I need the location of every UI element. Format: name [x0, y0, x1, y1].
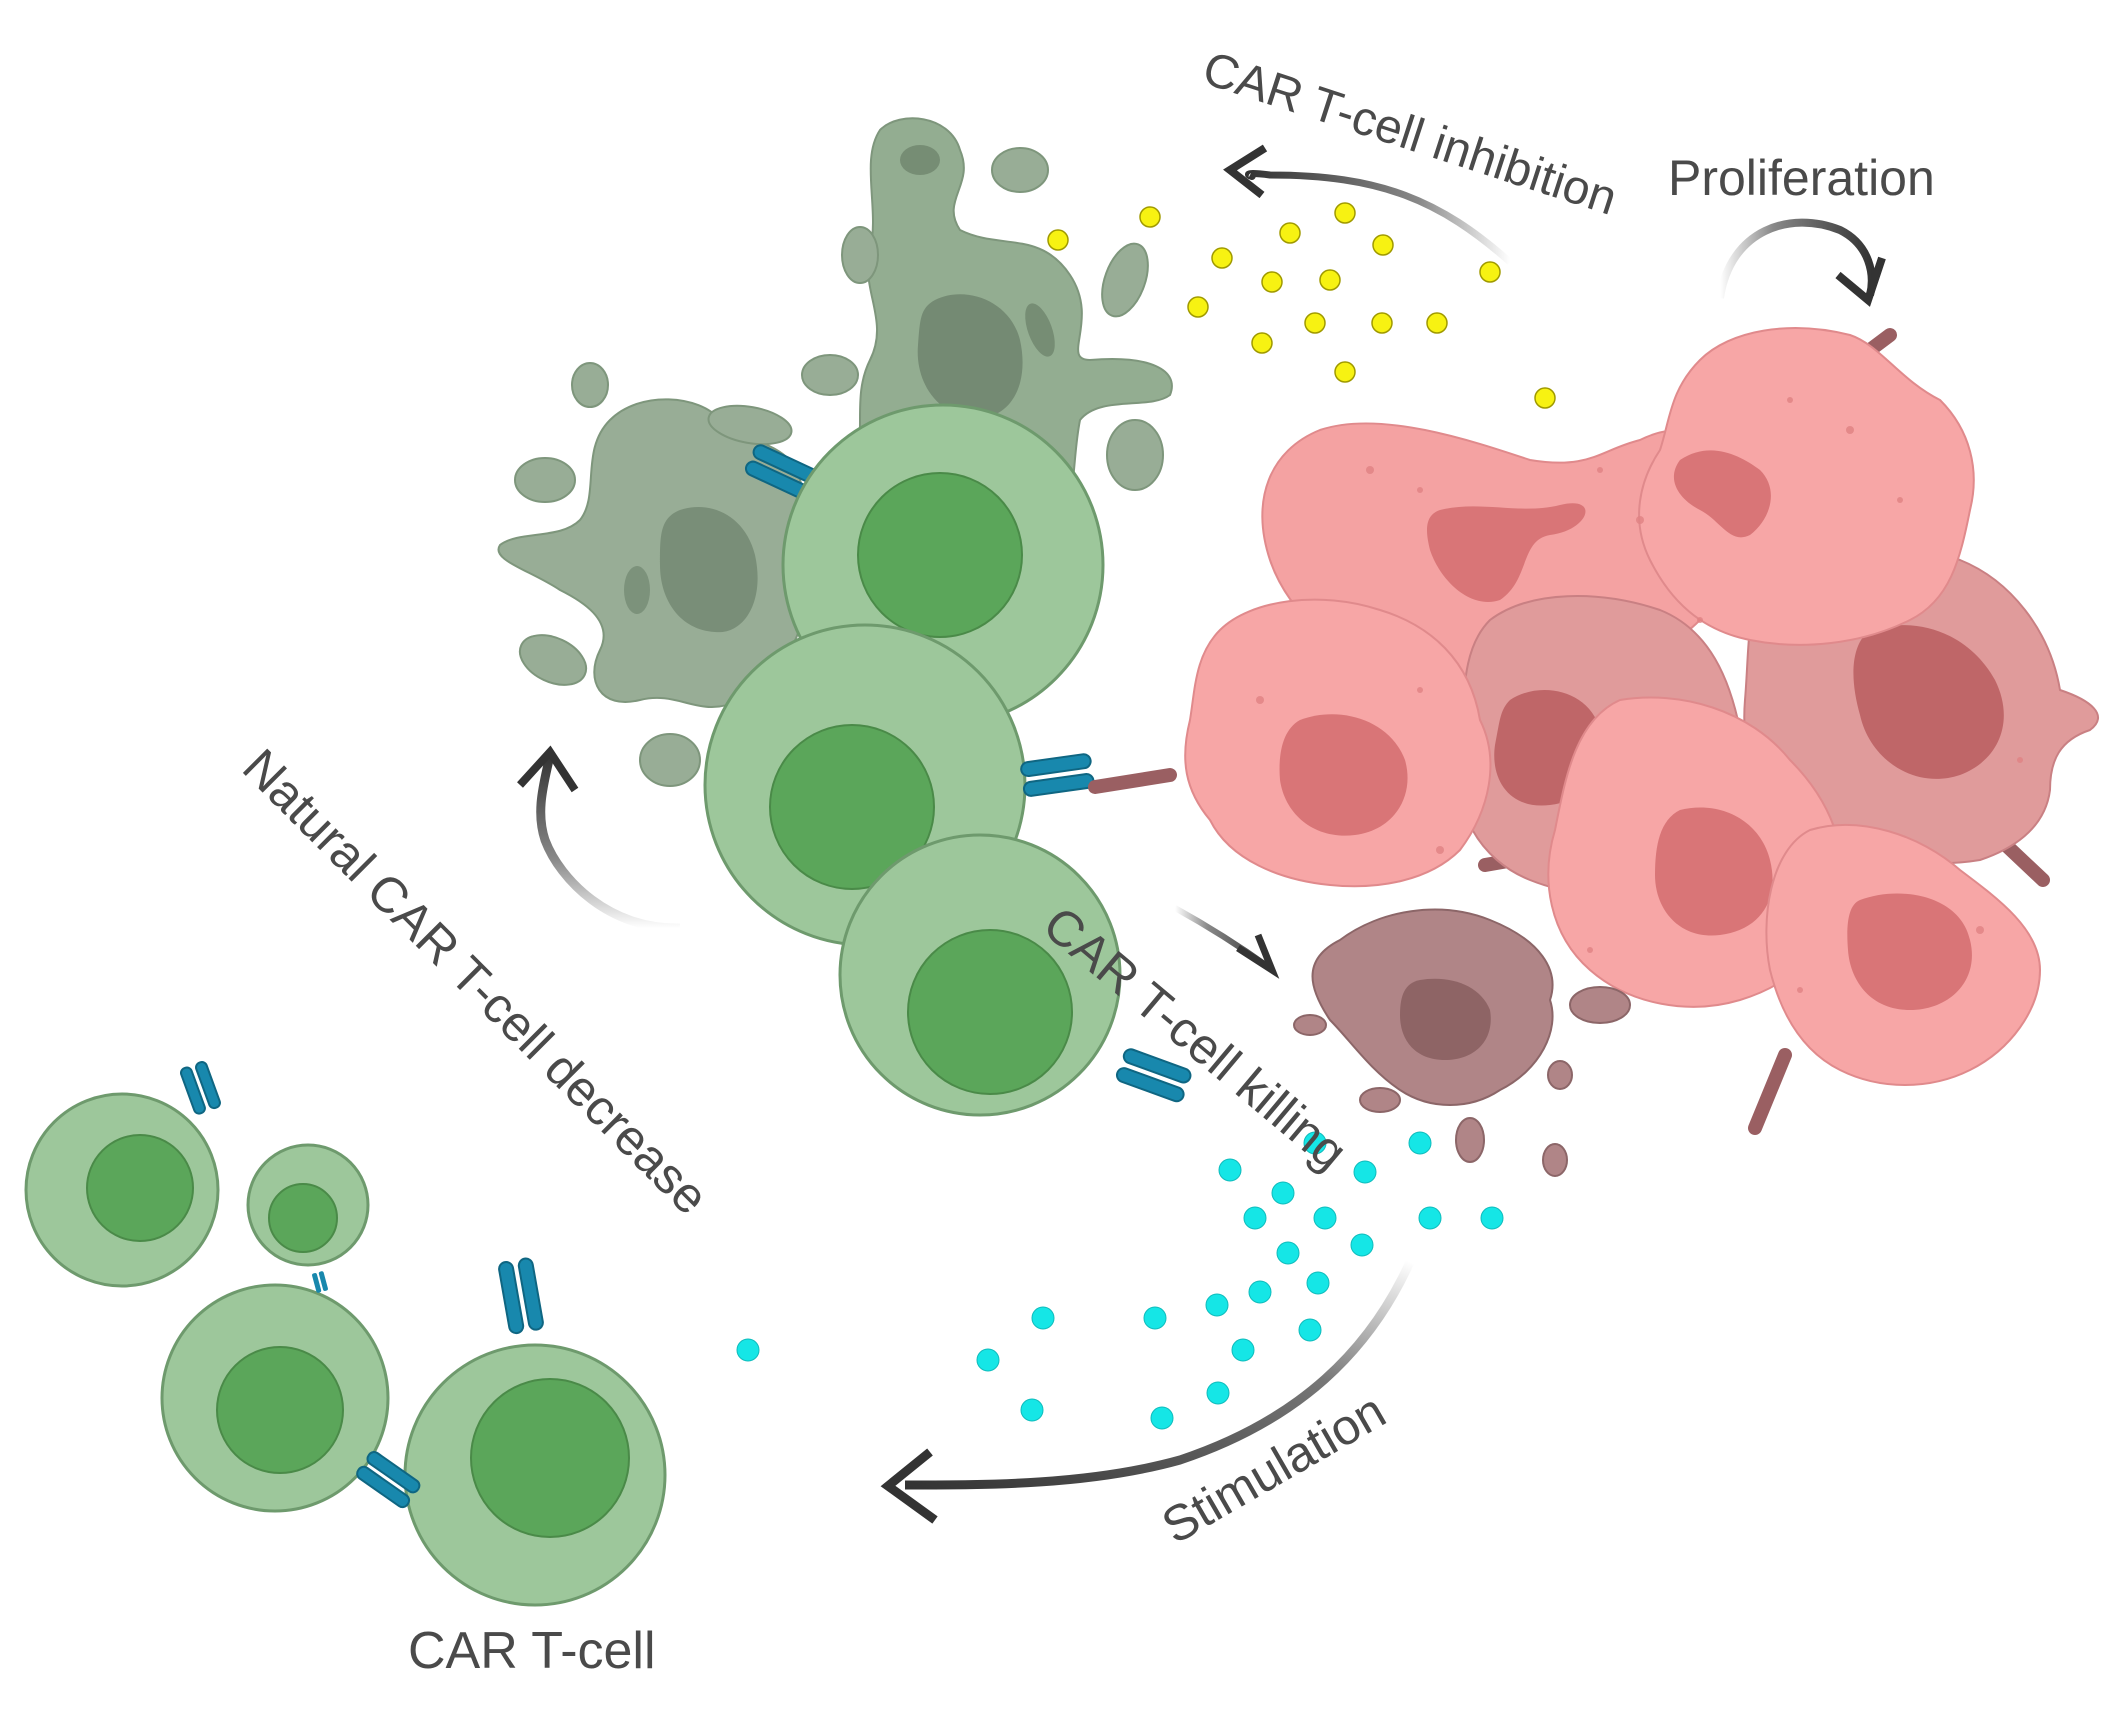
car-t-cell-large [403, 1343, 667, 1607]
proliferation-arrow [1716, 218, 1886, 307]
car-receptor [498, 1257, 544, 1335]
exhausted-cell-left [497, 398, 806, 709]
killing-arrow [1173, 905, 1280, 979]
cyan-particles [736, 1131, 1504, 1430]
tumor-cell-bottom-right [1765, 823, 2042, 1086]
exhausted-fragments [514, 147, 1164, 787]
car-receptor [356, 1451, 421, 1509]
natural-decrease-arrow [517, 745, 681, 933]
tumor-speckles [1256, 397, 2023, 993]
car-t-cell-small-1 [24, 1092, 220, 1288]
car-t-cell-small-2 [246, 1143, 370, 1267]
stimulation-arrow [880, 1260, 1415, 1524]
tumor-cell-top [1638, 327, 1975, 646]
car-receptor [312, 1271, 328, 1293]
yellow-particles [1047, 202, 1556, 409]
car-receptor [1115, 1048, 1192, 1103]
car-t-cell-lower [838, 833, 1122, 1117]
label-car-t-cell: CAR T-cell [408, 1622, 656, 1680]
car-receptor [1020, 753, 1095, 797]
label-stimulation: Stimulation [1153, 1382, 1395, 1554]
car-t-cell-small-3 [160, 1283, 390, 1513]
dying-tumor-cell [1293, 908, 1631, 1177]
tumor-cell-left [1184, 598, 1492, 888]
car-receptor [179, 1061, 221, 1115]
label-proliferation: Proliferation [1668, 150, 1935, 206]
